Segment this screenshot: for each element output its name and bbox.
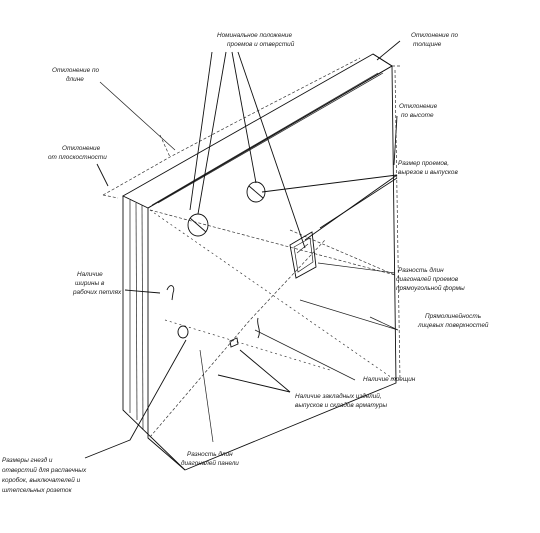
label-fittings: Наличие ширины в рабочих петлях bbox=[72, 271, 122, 296]
label-deviation-height: Отклонение по высоте bbox=[399, 103, 439, 119]
label-deviation-length: Отклонение по длине bbox=[52, 67, 101, 83]
label-sockets: Размеры гнезд и отверстий для распаечных… bbox=[2, 456, 88, 494]
crack-mark bbox=[257, 317, 260, 339]
socket-hole bbox=[177, 325, 189, 339]
panel-diagonals bbox=[149, 209, 396, 438]
reference-outline bbox=[102, 57, 402, 381]
label-position-holes: Номинальное положение проемов и отверсти… bbox=[217, 32, 295, 48]
rectangular-opening bbox=[289, 231, 317, 279]
label-deviation-flatness: Отклонение от плоскостности bbox=[48, 145, 107, 161]
label-cracks: Наличие трещин bbox=[363, 376, 416, 383]
label-deviation-thickness: Отклонение по толщине bbox=[411, 32, 460, 48]
label-embedded: Наличие закладных изделий, выпусков и ск… bbox=[295, 392, 387, 409]
label-size-openings: Размер проемов, вырезов и выпусков bbox=[398, 160, 458, 176]
embedded-fitting bbox=[229, 337, 239, 348]
label-straightness: Прямолинейность лицевых поверхностей bbox=[417, 312, 489, 329]
hinge-loop bbox=[166, 285, 175, 301]
label-diag-panel: Разность длин диагоналей панели bbox=[181, 450, 239, 467]
leader-lines bbox=[84, 40, 401, 459]
label-diag-openings: Разность длин диагоналей проемов прямоуг… bbox=[396, 266, 465, 292]
